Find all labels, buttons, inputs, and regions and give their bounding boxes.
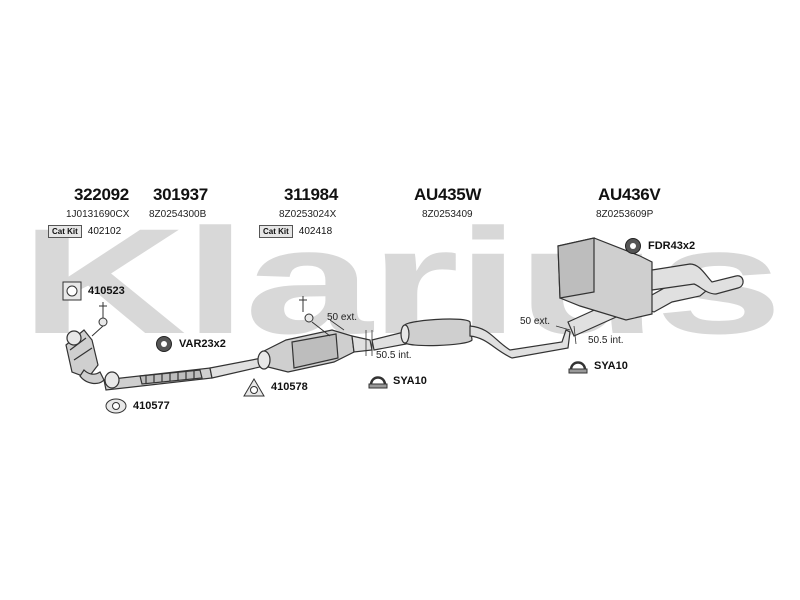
leader-lines	[329, 319, 577, 356]
cat-kit[interactable]: Cat Kit 402418	[259, 225, 332, 238]
pipe-dimension-note: 50.5 int.	[588, 335, 624, 346]
lambda-sensors	[91, 296, 331, 337]
cat-kit-number: 402418	[298, 226, 333, 237]
gasket-square-icon	[62, 281, 82, 301]
rubber-mount-icon	[156, 336, 172, 352]
pipe-dimension-note: 50 ext.	[520, 316, 551, 327]
oem-reference: 8Z0253409	[422, 209, 473, 220]
clamp-icon	[368, 376, 388, 389]
front-pipe-catalyst	[65, 329, 105, 385]
fitting-code[interactable]: SYA10	[594, 360, 628, 372]
part-number[interactable]: 322092	[74, 185, 129, 204]
oem-reference: 8Z0254300B	[149, 209, 207, 220]
part-number[interactable]: AU436V	[598, 185, 661, 204]
cat-kit-badge: Cat Kit	[259, 225, 293, 238]
part-number[interactable]: 301937	[153, 185, 208, 204]
oem-reference: 8Z0253609P	[596, 209, 654, 220]
fitting-code[interactable]: 410523	[88, 285, 125, 297]
pipe-dimension-note: 50.5 int.	[376, 350, 412, 361]
flex-pipe-section	[103, 357, 265, 391]
clamp-icon	[568, 361, 588, 374]
fitting-code[interactable]: VAR23x2	[179, 338, 226, 350]
fitting-code[interactable]: SYA10	[393, 375, 427, 387]
fitting-code[interactable]: 410577	[133, 400, 170, 412]
centre-pipe-resonator	[371, 318, 571, 359]
catalyst-converter	[257, 329, 373, 373]
cat-kit-badge: Cat Kit	[48, 225, 82, 238]
oem-reference: 8Z0253024X	[279, 209, 337, 220]
fitting-code[interactable]: FDR43x2	[648, 240, 696, 252]
fitting-code[interactable]: 410578	[271, 381, 308, 393]
part-number[interactable]: AU435W	[414, 185, 482, 204]
part-number[interactable]: 311984	[284, 185, 338, 204]
rubber-mount-icon	[625, 238, 641, 254]
cat-kit[interactable]: Cat Kit 402102	[48, 225, 121, 238]
gasket-oval-icon	[105, 398, 127, 414]
pipe-dimension-note: 50 ext.	[327, 312, 358, 323]
cat-kit-number: 402102	[87, 226, 122, 237]
rear-silencer	[557, 237, 744, 337]
gasket-triangle-icon	[243, 378, 265, 397]
oem-reference: 1J0131690CX	[66, 209, 130, 220]
